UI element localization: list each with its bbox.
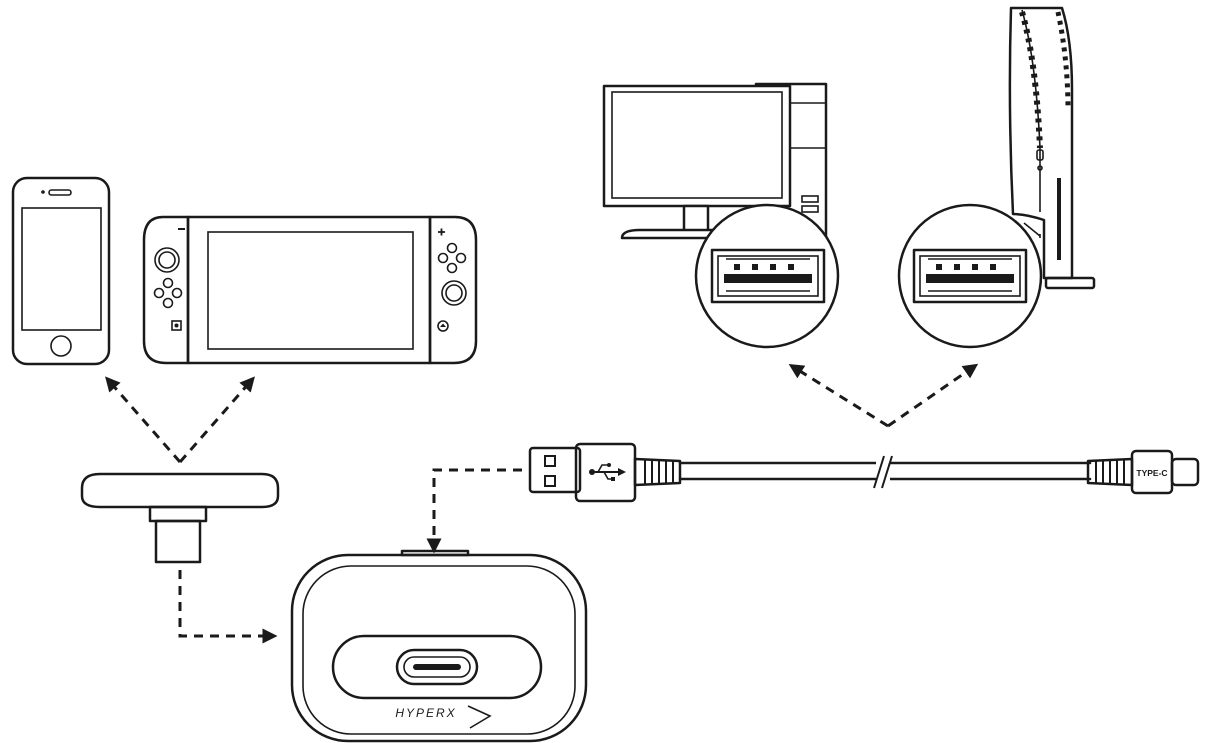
- phone-icon: [11, 176, 111, 366]
- arrow-to-handheld: [178, 376, 255, 463]
- type-c-label: TYPE-C: [1136, 468, 1167, 478]
- hyperx-logo: HYPERX: [395, 706, 456, 720]
- arrow-to-console: [887, 363, 979, 428]
- wireless-receiver-icon: HYPERX: [290, 549, 588, 743]
- connection-arrows: [105, 363, 979, 644]
- arrow-cable-to-receiver: [426, 468, 522, 554]
- arrow-to-pc: [788, 364, 889, 428]
- game-console-icon: [1008, 6, 1096, 290]
- usb-c-adapter-icon: [80, 472, 280, 564]
- usb-a-port-zoom-left: [694, 203, 840, 349]
- usb-a-port-zoom-right: [897, 203, 1043, 349]
- arrow-adapter-to-receiver: [178, 570, 278, 644]
- usb-cable-icon: TYPE-C: [528, 442, 1200, 503]
- arrow-to-phone: [105, 376, 182, 463]
- usb-symbol-icon: [589, 463, 626, 481]
- handheld-console-icon: [142, 215, 478, 365]
- cable-break-mark: [873, 455, 893, 489]
